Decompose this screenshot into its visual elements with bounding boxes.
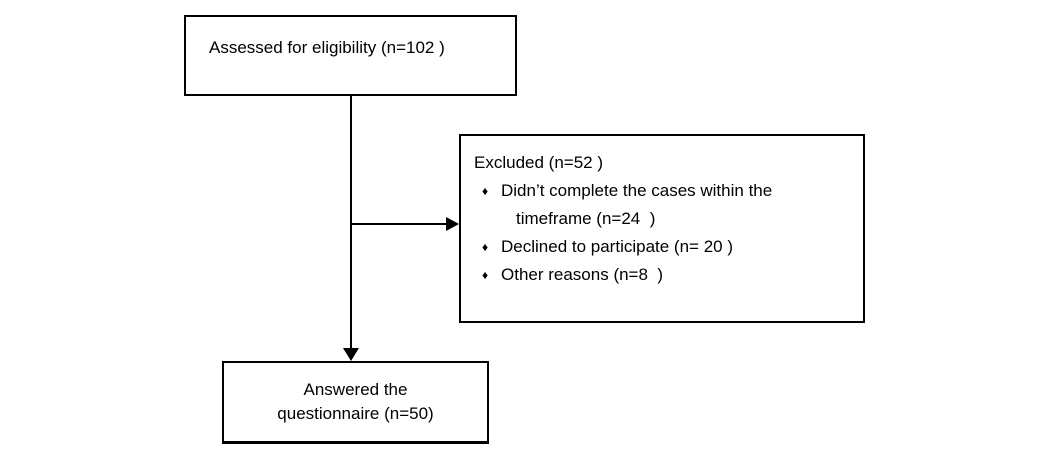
answered-box: Answered the questionnaire (n=50) <box>222 361 489 444</box>
diamond-bullet-icon: ♦ <box>482 240 489 254</box>
arrowhead-right-icon <box>446 217 459 231</box>
vertical-connector-line <box>350 96 352 348</box>
excluded-box: Excluded (n=52 ) ♦ Didn’t complete the c… <box>459 134 865 323</box>
excluded-bullet-timeframe: ♦ Didn’t complete the cases within the t… <box>474 177 855 233</box>
diamond-bullet-icon: ♦ <box>482 268 489 282</box>
excluded-bullet-declined-label: Declined to participate (n= 20 ) <box>501 237 733 256</box>
excluded-bullet-list: ♦ Didn’t complete the cases within the t… <box>474 177 855 289</box>
excluded-bullet-timeframe-line1: Didn’t complete the cases within the <box>501 181 773 200</box>
excluded-title: Excluded (n=52 ) <box>474 153 603 172</box>
excluded-bullet-declined: ♦ Declined to participate (n= 20 ) <box>474 233 855 261</box>
excluded-bullet-other: ♦ Other reasons (n=8 ) <box>474 261 855 289</box>
assessed-box: Assessed for eligibility (n=102 ) <box>184 15 517 96</box>
horizontal-connector-line <box>351 223 446 225</box>
diamond-bullet-icon: ♦ <box>482 184 489 198</box>
answered-label-line1: Answered the <box>303 380 408 399</box>
answered-label-line2: questionnaire (n=50) <box>277 404 434 423</box>
assessed-label: Assessed for eligibility (n=102 ) <box>209 38 445 57</box>
arrowhead-down-icon <box>343 348 359 361</box>
excluded-bullet-other-label: Other reasons (n=8 ) <box>501 265 664 284</box>
excluded-bullet-timeframe-line2: timeframe (n=24 ) <box>516 209 656 228</box>
